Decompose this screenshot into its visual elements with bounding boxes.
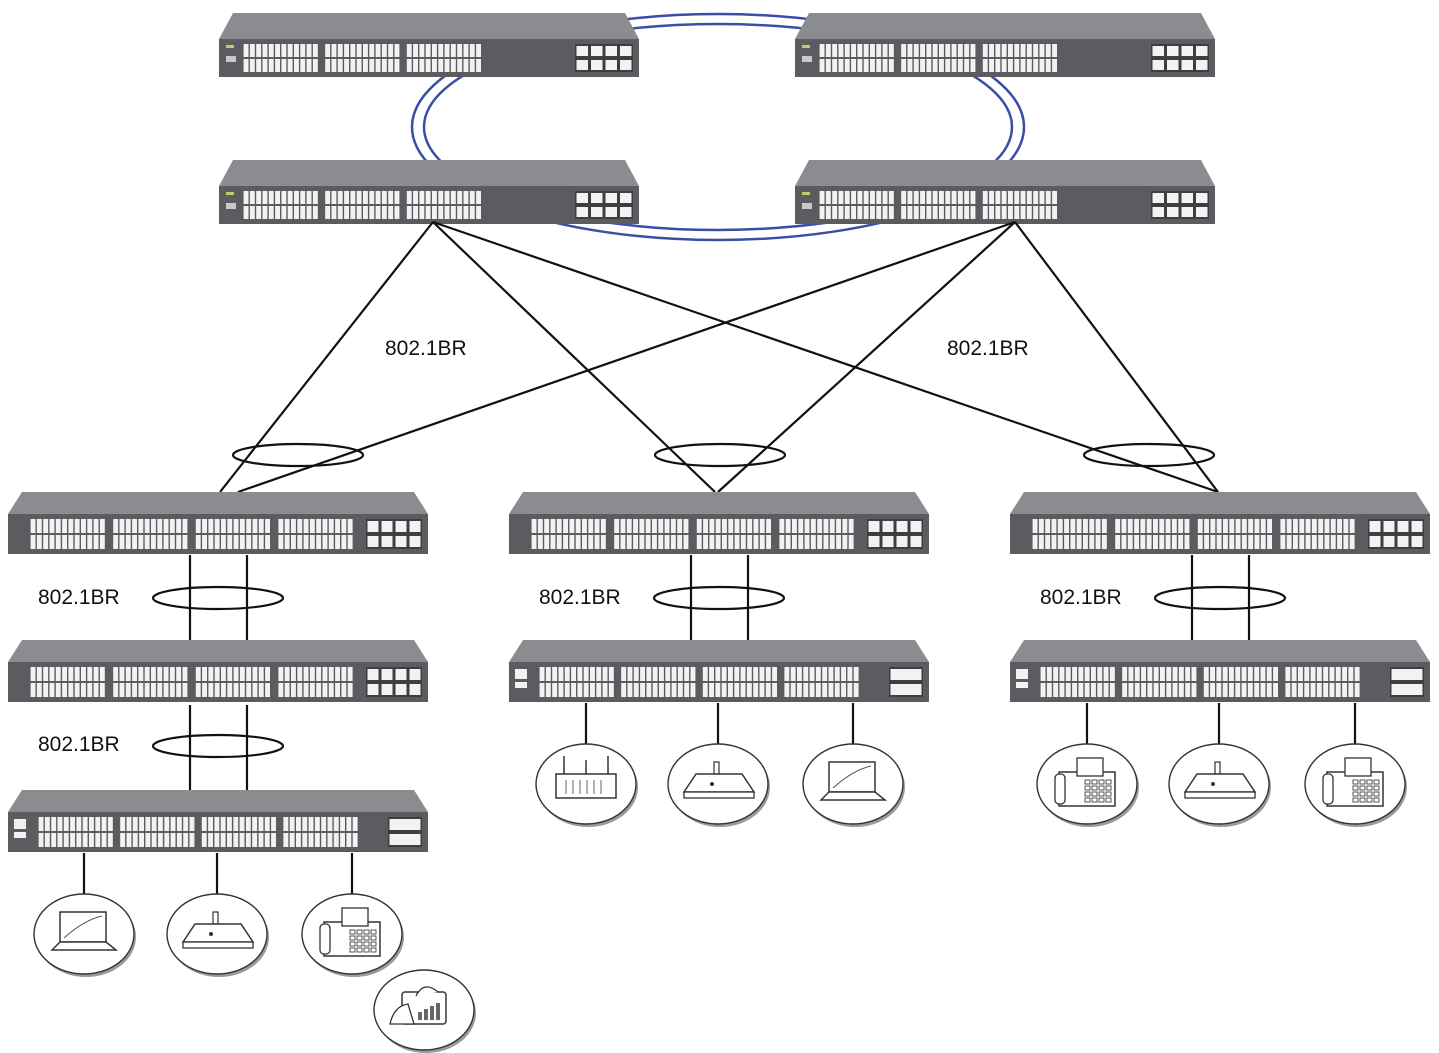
stack-links bbox=[188, 555, 1251, 790]
port-extender-middle-2 bbox=[509, 640, 929, 702]
protocol-label-upper-right: 802.1BR bbox=[947, 337, 1029, 360]
core-switch-bottom-right bbox=[795, 160, 1215, 224]
core-switch-bottom-left bbox=[219, 160, 639, 224]
tablet-icon bbox=[373, 969, 476, 1053]
ip-phone-icon bbox=[1036, 743, 1139, 827]
port-extender-middle-1 bbox=[509, 492, 929, 554]
lag-rings-upper bbox=[231, 442, 1216, 468]
access-point-icon bbox=[667, 743, 770, 827]
ip-phone-icon bbox=[301, 893, 404, 977]
protocol-label-left-stack-2: 802.1BR bbox=[38, 733, 120, 756]
endpoint-links bbox=[82, 703, 1357, 895]
protocol-label-left-stack-1: 802.1BR bbox=[38, 586, 120, 609]
lag-rings-stack bbox=[151, 585, 1287, 759]
laptop-icon bbox=[802, 743, 905, 827]
protocol-label-middle-stack: 802.1BR bbox=[539, 586, 621, 609]
port-extender-left-3 bbox=[8, 790, 428, 852]
port-extender-right-2 bbox=[1010, 640, 1430, 702]
port-extender-right-1 bbox=[1010, 492, 1430, 554]
protocol-label-upper-left: 802.1BR bbox=[385, 337, 467, 360]
port-extender-left-1 bbox=[8, 492, 428, 554]
access-point-icon bbox=[1168, 743, 1271, 827]
access-point-icon bbox=[166, 893, 269, 977]
protocol-label-right-stack: 802.1BR bbox=[1040, 586, 1122, 609]
ip-phone-icon bbox=[1304, 743, 1407, 827]
laptop-icon bbox=[33, 893, 136, 977]
core-ring bbox=[410, 12, 1026, 242]
port-extender-left-2 bbox=[8, 640, 428, 702]
router-icon bbox=[535, 743, 638, 827]
core-switch-top-right bbox=[795, 13, 1215, 77]
core-switch-top-left bbox=[219, 13, 639, 77]
uplink-lines bbox=[219, 220, 1219, 494]
